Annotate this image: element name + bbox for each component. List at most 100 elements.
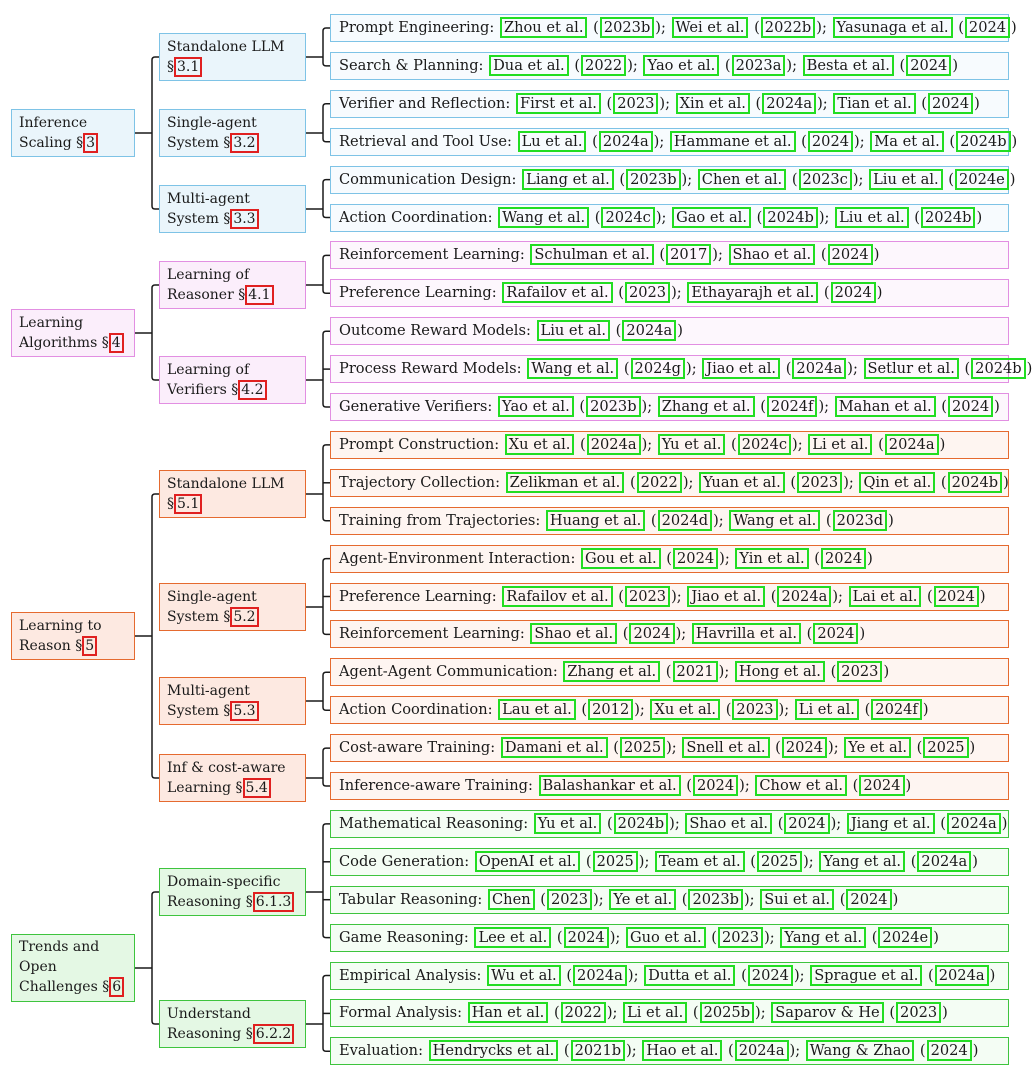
citation-author[interactable]: Havrilla et al. (691, 623, 801, 645)
citation-author[interactable]: Ye et al. (844, 737, 912, 759)
citation-year[interactable]: 2024e (878, 926, 933, 948)
citation-year[interactable]: 2023 (896, 1002, 942, 1024)
citation-author[interactable]: Schulman et al. (530, 244, 654, 266)
citation-author[interactable]: Yao et al. (643, 54, 720, 76)
citation-author[interactable]: Snell et al. (682, 737, 770, 759)
citation-year[interactable]: 2024a (792, 358, 847, 380)
citation-year[interactable]: 2024a (586, 433, 641, 455)
citation-year[interactable]: 2023 (717, 926, 764, 948)
citation-author[interactable]: OpenAI et al. (474, 850, 581, 872)
citation-author[interactable]: Saparov & He (771, 1002, 884, 1024)
citation-year[interactable]: 2024 (781, 737, 827, 759)
citation-author[interactable]: Chen et al. (697, 168, 787, 190)
citation-author[interactable]: Hao et al. (642, 1040, 723, 1062)
section-ref[interactable]: 3.1 (174, 57, 203, 77)
citation-year[interactable]: 2022b (760, 17, 816, 38)
citation-year[interactable]: 2024b (971, 358, 1026, 380)
citation-author[interactable]: Gao et al. (672, 206, 751, 228)
citation-author[interactable]: Wang et al. (498, 206, 590, 228)
citation-year[interactable]: 2024c (601, 206, 655, 228)
citation-year[interactable]: 2024b (613, 812, 669, 834)
citation-author[interactable]: Liu et al. (536, 320, 611, 342)
citation-year[interactable]: 2023 (797, 471, 843, 493)
citation-author[interactable]: Qin et al. (859, 471, 936, 493)
citation-year[interactable]: 2024f (766, 396, 818, 417)
citation-author[interactable]: Sui et al. (760, 888, 835, 910)
citation-author[interactable]: Dutta et al. (644, 964, 736, 986)
citation-author[interactable]: Shao et al. (728, 244, 816, 266)
citation-year[interactable]: 2024 (859, 775, 905, 796)
citation-author[interactable]: Besta et al. (802, 54, 894, 76)
citation-year[interactable]: 2024 (927, 92, 974, 114)
citation-year[interactable]: 2024f (871, 699, 922, 721)
citation-author[interactable]: Li et al. (623, 1002, 688, 1024)
citation-year[interactable]: 2024b (920, 206, 976, 228)
section-ref[interactable]: 5.1 (174, 494, 203, 514)
citation-author[interactable]: Hong et al. (734, 661, 825, 683)
section-ref[interactable]: 4 (108, 333, 124, 353)
section-ref[interactable]: 3.2 (230, 133, 259, 153)
citation-author[interactable]: Yang et al. (819, 850, 906, 872)
citation-author[interactable]: Rafailov et al. (502, 585, 613, 607)
citation-author[interactable]: Yin et al. (735, 547, 809, 569)
citation-year[interactable]: 2024 (629, 623, 675, 645)
citation-year[interactable]: 2024a (762, 92, 817, 114)
citation-author[interactable]: Sprague et al. (810, 964, 923, 986)
citation-author[interactable]: Liang et al. (522, 168, 614, 190)
citation-author[interactable]: Tian et al. (833, 92, 916, 114)
citation-year[interactable]: 2024 (933, 585, 979, 607)
citation-year[interactable]: 2024a (934, 964, 989, 986)
citation-year[interactable]: 2023d (832, 509, 888, 531)
citation-author[interactable]: Yao et al. (497, 396, 574, 417)
citation-year[interactable]: 2024 (830, 282, 876, 304)
citation-year[interactable]: 2024e (955, 168, 1009, 190)
citation-year[interactable]: 2024 (563, 926, 609, 948)
citation-author[interactable]: Yang et al. (780, 926, 867, 948)
citation-author[interactable]: Lau et al. (498, 699, 576, 721)
citation-year[interactable]: 2023 (613, 92, 659, 114)
citation-year[interactable]: 2024 (926, 1040, 972, 1062)
citation-author[interactable]: Zhang et al. (563, 661, 661, 683)
citation-author[interactable]: Wei et al. (671, 17, 749, 38)
citation-author[interactable]: Guo et al. (625, 926, 706, 948)
citation-author[interactable]: Wang & Zhao (805, 1040, 915, 1062)
citation-year[interactable]: 2024 (906, 54, 952, 76)
citation-year[interactable]: 2023a (731, 54, 786, 76)
citation-year[interactable]: 2023b (688, 888, 743, 910)
citation-year[interactable]: 2012 (588, 699, 634, 721)
section-ref[interactable]: 6.1.3 (252, 892, 295, 912)
citation-author[interactable]: Shao et al. (685, 812, 773, 834)
citation-author[interactable]: Balashankar et al. (538, 775, 681, 796)
citation-year[interactable]: 2024a (777, 585, 832, 607)
citation-author[interactable]: Chow et al. (755, 775, 848, 796)
citation-year[interactable]: 2024 (784, 812, 830, 834)
citation-year[interactable]: 2023 (732, 699, 778, 721)
citation-author[interactable]: Wang et al. (729, 509, 821, 531)
citation-year[interactable]: 2024a (734, 1040, 789, 1062)
citation-year[interactable]: 2025 (619, 737, 666, 759)
citation-year[interactable]: 2024 (948, 396, 994, 417)
section-ref[interactable]: 5 (82, 636, 98, 656)
citation-author[interactable]: Jiang et al. (846, 812, 935, 834)
citation-year[interactable]: 2023c (798, 168, 852, 190)
citation-author[interactable]: Team et al. (655, 850, 745, 872)
citation-year[interactable]: 2025b (699, 1002, 755, 1024)
citation-year[interactable]: 2022 (560, 1002, 606, 1024)
citation-year[interactable]: 2025 (923, 737, 969, 759)
citation-year[interactable]: 2024d (657, 509, 713, 531)
section-ref[interactable]: 6.2.2 (252, 1024, 295, 1044)
citation-year[interactable]: 2024 (807, 130, 854, 152)
citation-author[interactable]: Yuan et al. (699, 471, 785, 493)
citation-year[interactable]: 2024a (573, 964, 627, 986)
citation-author[interactable]: Yu et al. (533, 812, 602, 834)
citation-year[interactable]: 2023 (837, 661, 883, 683)
citation-year[interactable]: 2025 (756, 850, 803, 872)
citation-author[interactable]: Lai et al. (848, 585, 922, 607)
citation-year[interactable]: 2024c (737, 433, 792, 455)
citation-year[interactable]: 2024b (956, 130, 1011, 152)
section-ref[interactable]: 3.3 (230, 209, 259, 229)
citation-author[interactable]: Xin et al. (675, 92, 750, 114)
citation-author[interactable]: Hendrycks et al. (428, 1040, 559, 1062)
citation-year[interactable]: 2021 (672, 661, 718, 683)
citation-author[interactable]: Ma et al. (870, 130, 944, 152)
